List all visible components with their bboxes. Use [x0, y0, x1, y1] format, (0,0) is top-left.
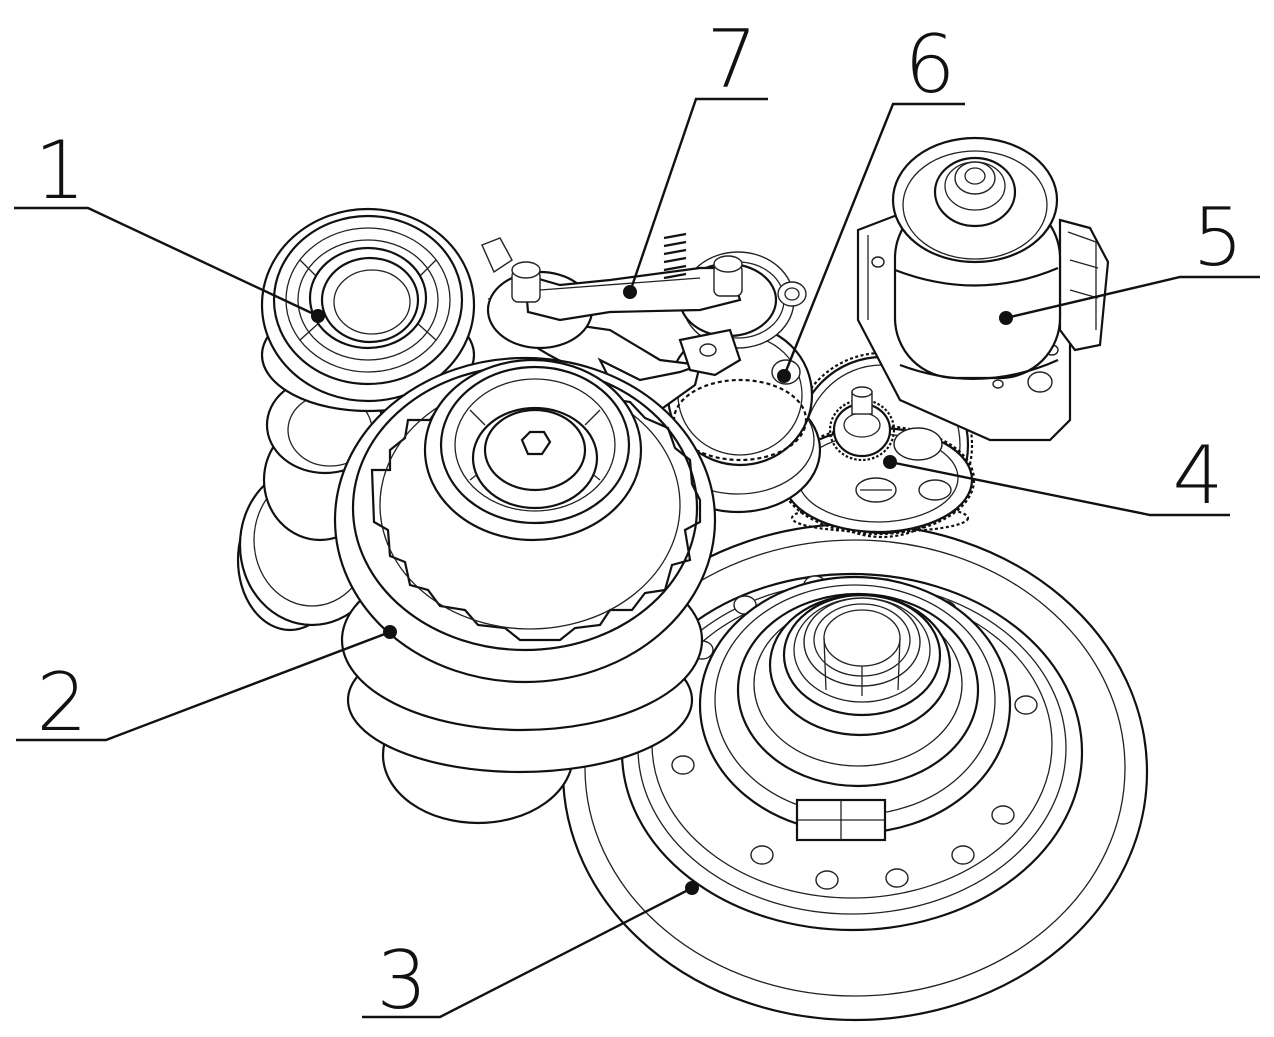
callout-label-5: 5	[1193, 191, 1244, 284]
callout-label-6: 6	[905, 18, 956, 111]
part-7-lever-arm	[481, 232, 778, 412]
callout-4-dot	[883, 455, 897, 469]
callout-7-dot	[623, 285, 637, 299]
part-2-main-drum	[333, 356, 717, 825]
callout-labels: 1 2 3 4 5 6 7	[35, 13, 1244, 1027]
callout-1-dot	[311, 309, 325, 323]
callout-label-1: 1	[35, 124, 86, 217]
callout-label-7: 7	[707, 13, 758, 106]
callout-6-dot	[777, 369, 791, 383]
part-5-motor	[856, 136, 1110, 442]
leader-lines	[14, 97, 1260, 1019]
callout-5-dot	[999, 311, 1013, 325]
callout-3-dot	[685, 881, 699, 895]
callout-label-4: 4	[1173, 429, 1224, 522]
callout-label-2: 2	[37, 656, 88, 749]
callout-label-3: 3	[377, 934, 428, 1027]
part-3-large-disc	[561, 522, 1149, 1022]
part-1-bearing-stack	[236, 207, 476, 632]
callout-2-dot	[383, 625, 397, 639]
